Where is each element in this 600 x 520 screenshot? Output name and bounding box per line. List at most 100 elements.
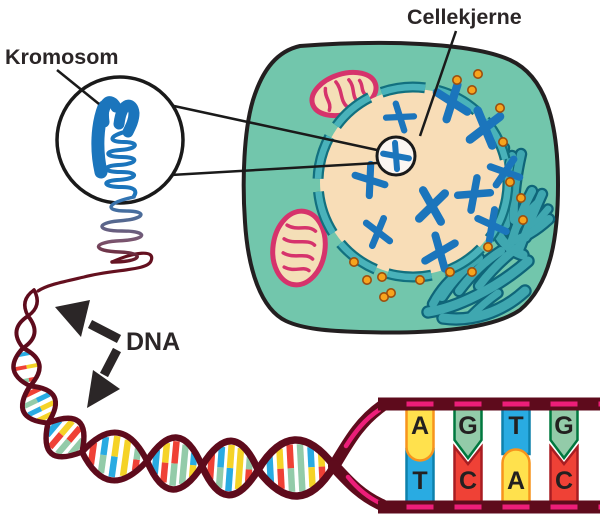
dna-rung [308,467,316,488]
ladder-hairpin-top-highlight [343,407,382,449]
ribosome-dot [482,242,493,253]
dna-rung [169,463,178,487]
base-tile-a-top [405,399,435,462]
cellekjerne-pointer-line [418,30,458,137]
dna-rung [206,453,216,480]
dna-rung [225,467,234,492]
base-tile-a-bottom [501,448,531,511]
zoom-connector-top [173,104,378,152]
dna-strand [20,345,42,389]
label-kromosom: Kromosom [5,45,118,69]
chromosome-zoom-circle [55,75,185,205]
nucleoplasm [320,89,506,275]
base-letter-bottom-2: C [459,467,477,495]
er-membrane [466,289,502,321]
dna-strand [14,314,30,350]
ribosome-dot [361,274,372,285]
dna-rung [55,438,72,456]
er-membrane [455,247,505,295]
dna-label-arrows [55,300,122,408]
dna-rung [44,418,63,438]
dna-helix-rungs [15,351,326,493]
ribosome-dot [504,177,515,188]
base-letter-bottom-1: T [412,467,427,495]
dna-strand [143,434,206,470]
dna-rung [266,456,275,483]
er-membrane [509,150,525,224]
er-membrane [423,256,533,317]
dna-rung [296,443,306,492]
dna-rung [66,425,83,443]
dna-rung [87,442,98,465]
dna-rung [215,467,224,489]
dna-rung [26,363,38,369]
dna-arrow-down-shaft [100,347,121,378]
dna-rung [151,449,161,475]
dna-rung [276,448,284,469]
dna-rung [287,468,296,493]
ribosome-dot [451,75,462,86]
dna-rung [171,440,180,464]
label-cellekjerne: Cellekjerne [407,5,522,29]
dna-rung [119,439,132,477]
ribosome-dot [494,103,505,114]
dna-strand [79,429,150,464]
er-membrane [438,286,530,324]
dna-rung [161,442,171,463]
ribosome-dot [515,193,526,204]
ribosome-dot [444,266,455,277]
dna-strand [79,449,150,484]
base-letter-top-3: T [508,412,523,440]
dna-strand [26,288,39,318]
dna-ladder: A T G C T A G C [328,397,600,514]
ribosome-dot [472,69,483,80]
dna-rung [108,456,118,478]
dna-rung [36,411,54,423]
dna-rung [307,446,315,468]
base-letter-top-2: G [458,412,477,440]
dna-helix-strands [11,288,338,500]
label-dna: DNA [126,328,180,356]
dna-rung [47,432,64,450]
mitochondrion-large [270,208,328,288]
dna-rung [27,406,43,418]
dna-strand [27,383,59,426]
dna-rung [100,436,110,456]
dna-rung [160,462,169,483]
dna-rung [15,365,27,371]
dna-rung [97,454,107,474]
ribosome-dot [376,271,387,282]
base-pair-3 [501,399,531,511]
base-pair-2 [453,399,483,511]
ribosome-dot [466,266,477,277]
er-membrane [475,241,525,290]
dna-strand [11,345,33,389]
ribosome-dot [517,215,528,226]
dna-rung [234,447,245,490]
cell [241,40,561,335]
dna-strand [198,462,262,499]
dna-rung [24,386,42,398]
dna-strand [254,436,338,474]
dna-rung [277,468,285,490]
ribosomes [348,69,528,302]
dna-rung [58,419,75,437]
dna-arrow-up-head [55,300,90,337]
kromosom-pointer-line [56,69,100,105]
chromosome-illustration [91,96,140,198]
ribosome-dot [348,256,359,267]
dna-strand [254,462,338,500]
ribosome-dot [497,137,508,148]
dna-arrow-up-shaft [87,320,122,343]
dna-rung [217,446,226,468]
dna-strand [21,314,37,350]
chromosome-coil-blue [104,129,138,198]
dna-rung [23,398,39,409]
dna-rung [39,400,55,411]
zoom-connector-bottom [170,161,378,177]
dna-strand [43,420,85,460]
dna-rung [111,435,121,457]
dna-strand [23,288,36,318]
base-letter-bottom-3: A [507,467,525,495]
